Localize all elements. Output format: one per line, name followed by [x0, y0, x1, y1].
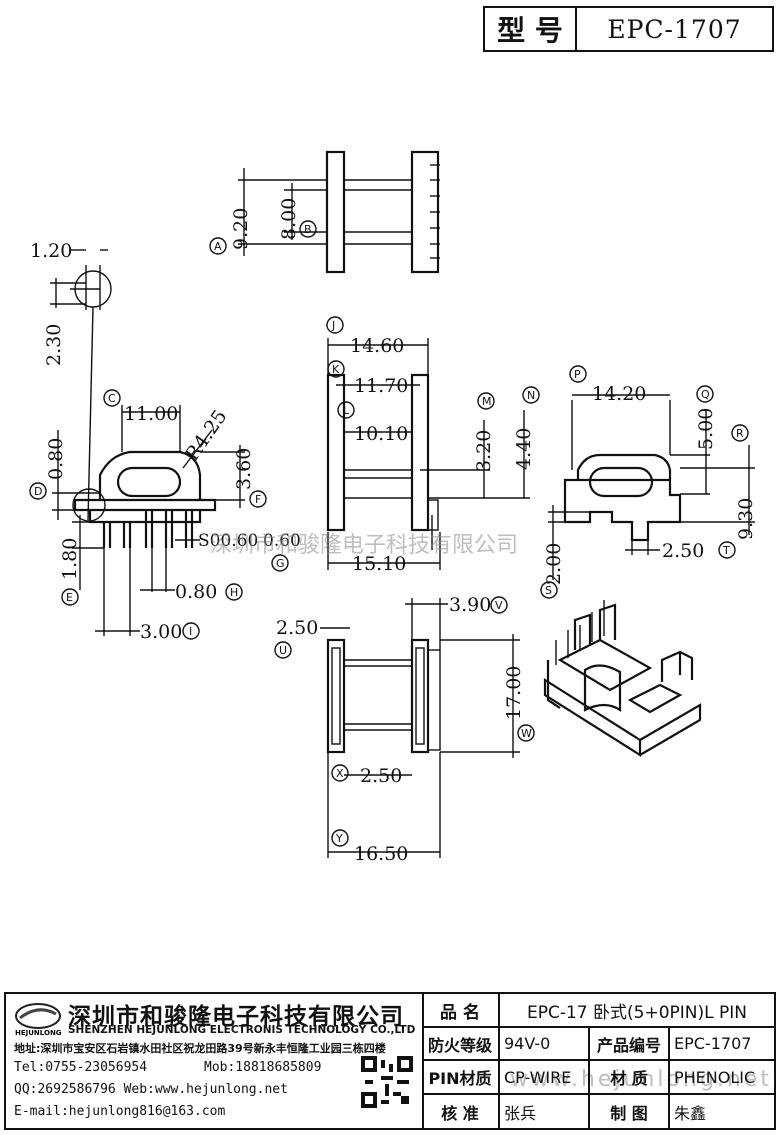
spec-check-value: 张兵 [500, 1095, 590, 1128]
svg-text:5.00: 5.00 [695, 408, 717, 450]
svg-text:2.00: 2.00 [543, 543, 565, 585]
spec-mat-value: PHENOLIC [670, 1061, 774, 1095]
svg-text:0.80: 0.80 [175, 581, 217, 603]
svg-text:16.50: 16.50 [354, 843, 408, 865]
company-address: 地址:深圳市宝安区石岩镇水田社区祝龙田路39号新永丰恒隆工业园三栋四楼 [14, 1042, 386, 1055]
spec-mat-label: 材 质 [590, 1061, 670, 1095]
svg-text:2.30: 2.30 [43, 324, 65, 366]
svg-text:F: F [255, 493, 261, 506]
watermark-url: www.hejunlong.net [510, 1067, 772, 1092]
company-name-cn: 深圳市和骏隆电子科技有限公司 [68, 1004, 404, 1030]
svg-text:10.10: 10.10 [354, 423, 408, 445]
svg-text:U: U [279, 644, 287, 657]
svg-text:9.30: 9.30 [735, 498, 757, 540]
spec-fire-value: 94V-0 [500, 1028, 590, 1061]
spec-draw-value: 朱鑫 [674, 1103, 707, 1123]
svg-text:14.60: 14.60 [350, 335, 404, 357]
svg-text:0.80: 0.80 [45, 438, 67, 480]
spec-name-value: EPC-17 卧式(5+0PIN)L PIN [500, 994, 774, 1028]
spec-code-value: EPC-1707 [670, 1028, 774, 1061]
svg-text:M: M [482, 395, 492, 408]
spec-check-label: 核 准 [422, 1095, 500, 1128]
svg-text:P: P [574, 368, 581, 381]
bottom-view: 2.50 3.90 17.00 2.50 16.50 U V W X Y [274, 594, 535, 865]
spec-draw-label: 制 图 [590, 1095, 670, 1128]
company-email: E-mail:hejunlong816@163.com [14, 1104, 226, 1119]
svg-text:14.20: 14.20 [592, 383, 646, 405]
dim-9-20: 9.20 [230, 208, 252, 250]
svg-text:0.60: 0.60 [263, 531, 301, 551]
right-front-view: 14.20 5.00 9.30 2.00 2.50 P Q R S T [540, 365, 757, 599]
model-value: EPC-1707 [607, 14, 742, 44]
svg-text:R4.25: R4.25 [181, 406, 232, 465]
svg-text:L: L [343, 404, 350, 417]
company-logo: HEJUNLONG [12, 1000, 64, 1038]
svg-text:D: D [34, 485, 42, 498]
svg-text:B: B [304, 223, 312, 236]
svg-text:G: G [276, 557, 285, 570]
svg-text:3.00: 3.00 [140, 621, 182, 643]
model-label: 型 号 [485, 8, 577, 50]
model-header: 型 号 EPC-1707 [483, 6, 774, 52]
company-name-en: SHENZHEN HEJUNLONG ELECTRONIS TECHNOLOGY… [68, 1024, 416, 1036]
spec-name-label: 品 名 [422, 994, 500, 1028]
svg-text:R: R [736, 427, 744, 440]
svg-text:S00.60: S00.60 [198, 531, 258, 551]
company-mob: Mob:18818685809 [204, 1060, 322, 1075]
spec-code-label: 产品编号 [590, 1028, 670, 1061]
svg-text:E: E [66, 591, 73, 604]
isometric-view [543, 600, 702, 757]
dim-8-00: 8.00 [278, 198, 300, 240]
svg-text:J: J [331, 319, 335, 332]
svg-text:X: X [336, 767, 344, 780]
svg-text:W: W [521, 727, 532, 740]
left-front-view: 1.20 2.30 11.00 R4.25 0.80 3.60 1.80 [29, 240, 301, 643]
spec-pin-value: CP-WIRE [500, 1061, 590, 1095]
spec-pin-label: PIN材质 [422, 1061, 500, 1095]
watermark-company: 深圳市和骏隆电子科技有限公司 [210, 533, 518, 558]
svg-text:S: S [545, 584, 552, 597]
svg-text:C: C [108, 392, 116, 405]
svg-text:1.20: 1.20 [30, 240, 72, 262]
svg-text:17.00: 17.00 [503, 666, 525, 720]
svg-text:15.10: 15.10 [352, 553, 406, 575]
center-side-view: 14.60 11.70 10.10 3.20 4.40 15.10 J K L … [326, 316, 540, 575]
svg-text:Q: Q [701, 388, 710, 401]
company-qq-web: QQ:2692586796 Web:www.hejunlong.net [14, 1082, 288, 1097]
svg-text:2.50: 2.50 [360, 765, 402, 787]
spec-fire-label: 防火等级 [422, 1028, 500, 1061]
svg-text:1.80: 1.80 [59, 538, 81, 580]
svg-text:11.70: 11.70 [354, 375, 408, 397]
svg-text:3.20: 3.20 [473, 430, 495, 472]
svg-text:K: K [332, 363, 340, 376]
qr-code [361, 1056, 413, 1108]
svg-text:V: V [495, 599, 503, 612]
svg-text:3.90: 3.90 [449, 594, 491, 616]
title-block: HEJUNLONG 深圳市和骏隆电子科技有限公司 SHENZHEN HEJUNL… [4, 992, 776, 1130]
svg-text:2.50: 2.50 [662, 540, 704, 562]
svg-text:3.60: 3.60 [233, 448, 255, 490]
svg-text:Y: Y [335, 832, 343, 845]
svg-text:2.50: 2.50 [276, 617, 318, 639]
company-tel: Tel:0755-23056954 [14, 1060, 148, 1075]
company-area: HEJUNLONG 深圳市和骏隆电子科技有限公司 SHENZHEN HEJUNL… [6, 994, 424, 1128]
svg-text:A: A [214, 240, 222, 253]
top-view: 9.20 8.00 A B [209, 150, 440, 274]
svg-text:11.00: 11.00 [124, 403, 178, 425]
svg-text:I: I [189, 625, 192, 638]
svg-text:H: H [230, 586, 238, 599]
svg-text:HEJUNLONG: HEJUNLONG [15, 1029, 62, 1037]
svg-text:T: T [722, 544, 730, 557]
svg-text:4.40: 4.40 [513, 428, 535, 470]
svg-text:N: N [527, 389, 535, 402]
